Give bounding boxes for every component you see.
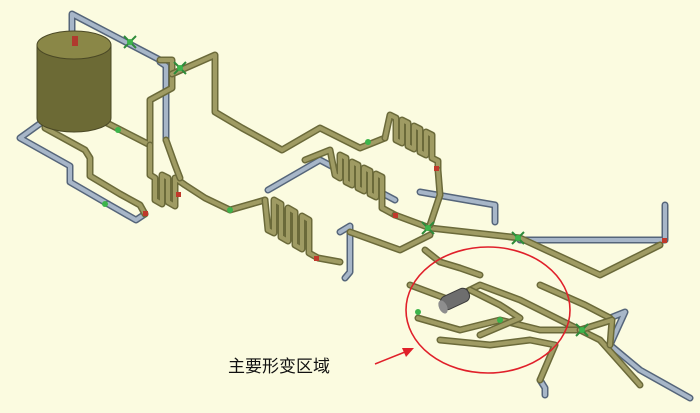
node-markers [143,166,667,261]
node-marker [434,166,439,171]
support-icon [115,127,121,133]
deformation-zone-circle [405,246,571,374]
equipment-cylinder [438,287,471,314]
pipe-supports [102,35,589,337]
node-marker [314,256,319,261]
node-marker [176,192,181,197]
support-icon [497,317,503,323]
support-icon [415,309,421,315]
support-icon [421,221,435,235]
annotation-arrow-head [402,348,414,357]
storage-tank [36,30,112,133]
node-marker [393,213,398,218]
support-icon [123,35,137,49]
pipe-network-blue [16,10,694,402]
support-icon [102,201,108,207]
node-marker [143,211,148,216]
support-icon [227,207,233,213]
support-icon [575,323,589,337]
support-icon [173,61,187,75]
deformation-zone-label: 主要形变区域 [228,357,330,377]
deformation-annotation: 主要形变区域 [228,246,571,377]
annotation-arrow-line [374,351,406,365]
support-icon [511,231,525,245]
node-marker [662,238,667,243]
support-icon [365,139,371,145]
